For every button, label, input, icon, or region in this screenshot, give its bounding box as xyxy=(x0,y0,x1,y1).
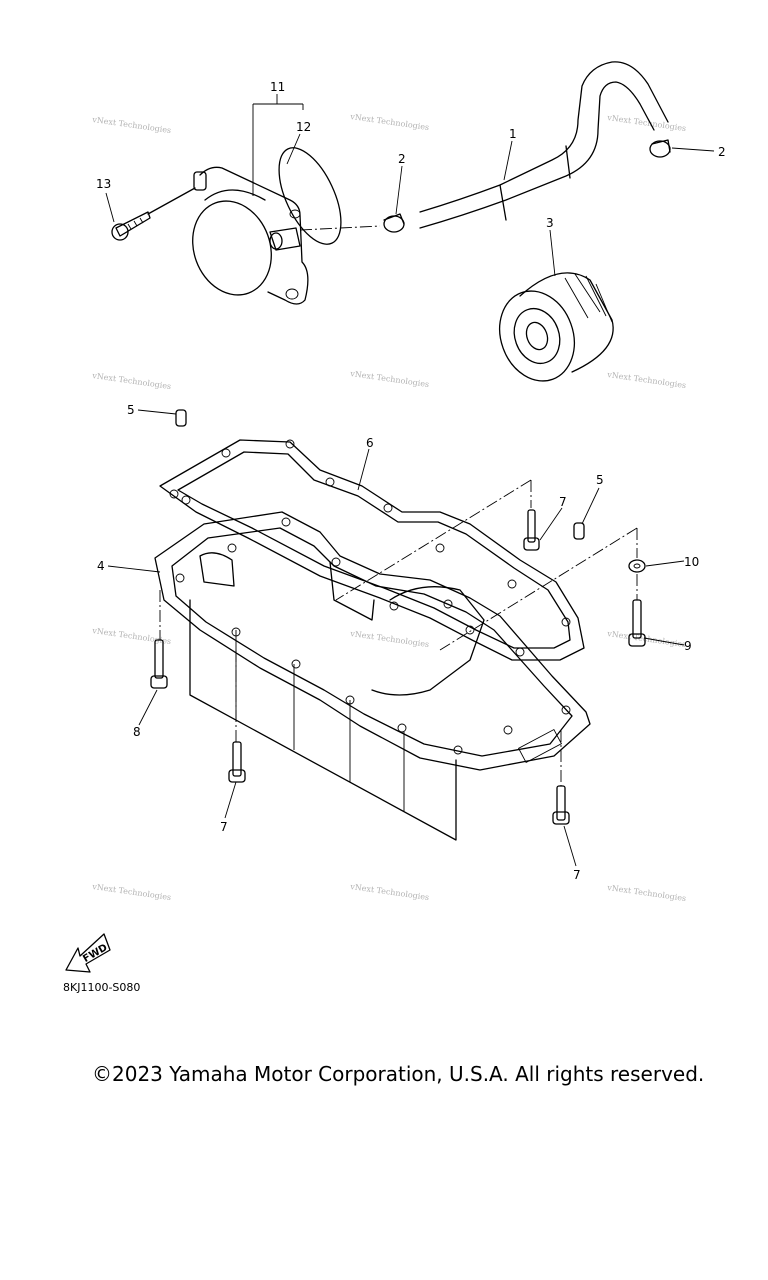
fwd-label: FWD xyxy=(81,942,109,965)
bolt-7-lower-left xyxy=(228,741,246,783)
o-ring xyxy=(278,147,342,245)
callout-7-lower-left: 7 xyxy=(220,820,228,834)
watermark: vNext Technologies xyxy=(91,882,172,902)
watermark: vNext Technologies xyxy=(349,369,430,389)
callout-11: 11 xyxy=(270,80,285,94)
watermark: vNext Technologies xyxy=(606,883,687,903)
watermark: vNext Technologies xyxy=(91,115,172,135)
watermark: vNext Technologies xyxy=(91,626,172,646)
bolt-7-lower-right xyxy=(552,785,570,825)
watermark: vNext Technologies xyxy=(606,370,687,390)
oil-pan xyxy=(154,511,591,841)
fwd-arrow-icon: FWD xyxy=(65,933,111,973)
oil-filter xyxy=(499,272,614,382)
watermark: vNext Technologies xyxy=(349,882,430,902)
watermark: vNext Technologies xyxy=(606,629,687,649)
hose-clamp-left xyxy=(383,213,405,233)
watermark: vNext Technologies xyxy=(91,371,172,391)
callout-2-left: 2 xyxy=(398,152,406,166)
callout-7-lower-right: 7 xyxy=(573,868,581,882)
callout-labels: 1 2 2 3 4 5 5 6 7 7 7 8 9 10 11 12 13 xyxy=(96,80,726,882)
callout-5-left: 5 xyxy=(127,403,135,417)
callout-3: 3 xyxy=(546,216,554,230)
bolt-13 xyxy=(111,187,196,241)
dowel-pin-right xyxy=(573,522,585,540)
oil-cooler xyxy=(192,166,309,305)
callout-7-upper: 7 xyxy=(559,495,567,509)
diagram-code: 8KJ1100-S080 xyxy=(63,981,141,994)
washer-10 xyxy=(628,559,646,573)
callout-8: 8 xyxy=(133,725,141,739)
callout-13: 13 xyxy=(96,177,111,191)
callout-9: 9 xyxy=(684,639,692,653)
watermark: vNext Technologies xyxy=(349,112,430,132)
bolt-8 xyxy=(150,639,168,689)
callout-12: 12 xyxy=(296,120,311,134)
oil-pan-gasket xyxy=(159,439,585,661)
callout-10: 10 xyxy=(684,555,699,569)
copyright-notice: ©2023 Yamaha Motor Corporation, U.S.A. A… xyxy=(92,1062,705,1086)
leader-lines xyxy=(105,94,715,867)
assembly-lines xyxy=(159,225,638,786)
callout-1: 1 xyxy=(509,127,517,141)
callout-2-right: 2 xyxy=(718,145,726,159)
callout-5-right: 5 xyxy=(596,473,604,487)
oil-hose xyxy=(419,61,669,229)
dowel-pin-left xyxy=(175,409,187,427)
watermark: vNext Technologies xyxy=(349,629,430,649)
callout-4: 4 xyxy=(97,559,105,573)
hose-clamp-right xyxy=(649,139,671,158)
callout-6: 6 xyxy=(366,436,374,450)
bolt-7-upper xyxy=(523,509,540,551)
